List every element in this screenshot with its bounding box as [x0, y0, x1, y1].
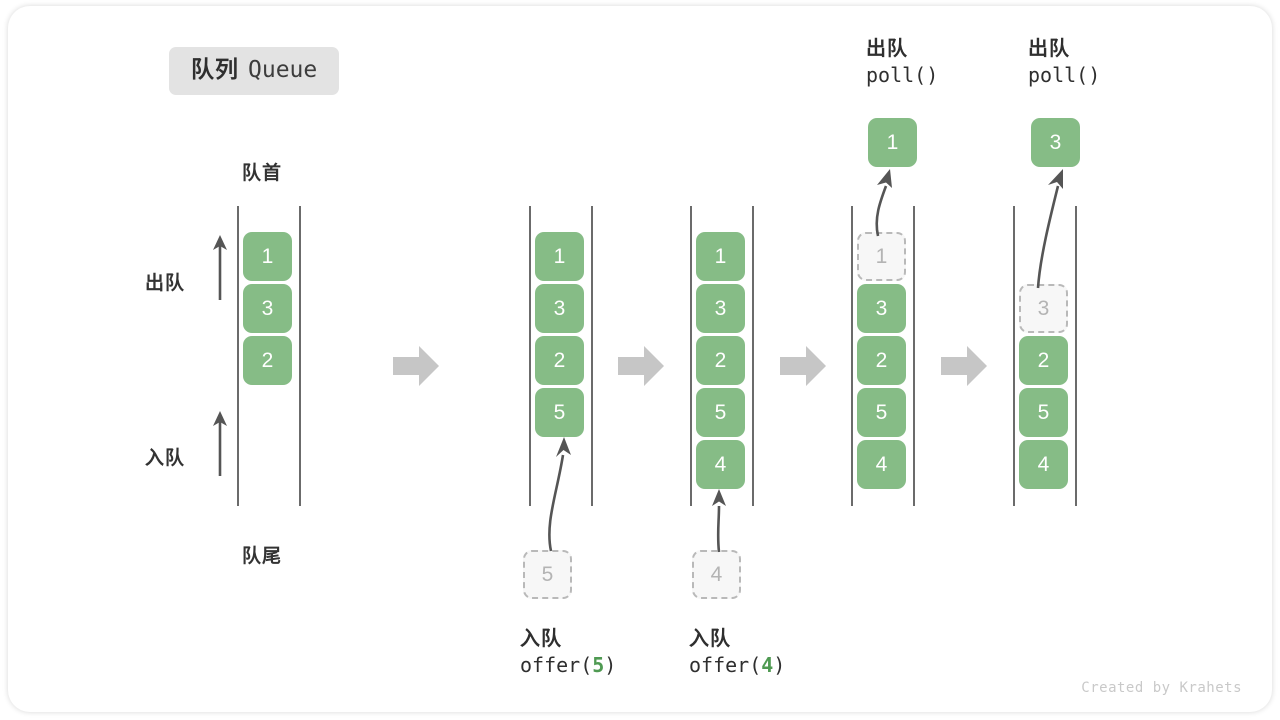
- label-dequeue-direction: 出队: [145, 273, 186, 294]
- queue-cell: 1: [243, 232, 292, 281]
- rail-right: [1075, 206, 1077, 506]
- step-arrow-icon: [393, 346, 439, 386]
- operation-label-offer-4: 入队 offer(4): [689, 626, 785, 679]
- title-en: Queue: [248, 57, 318, 83]
- queue-cell: 1: [535, 232, 584, 281]
- queue-cell: 2: [696, 336, 745, 385]
- incoming-ghost-cell: 5: [523, 550, 572, 599]
- rail-left: [529, 206, 531, 506]
- queue-cell: 5: [696, 388, 745, 437]
- operation-label-poll-1: 出队 poll(): [866, 36, 938, 89]
- queue-cell: 4: [1019, 440, 1068, 489]
- label-queue-head: 队首: [242, 163, 283, 184]
- operation-label-offer-5: 入队 offer(5): [520, 626, 616, 679]
- enqueue-direction-arrow-icon: [213, 411, 227, 476]
- step-arrow-icon: [780, 346, 826, 386]
- rail-right: [752, 206, 754, 506]
- queue-cell: 3: [535, 284, 584, 333]
- operation-cn: 入队: [520, 628, 562, 650]
- call-suffix: ): [773, 653, 786, 678]
- rail-right: [591, 206, 593, 506]
- call-suffix: ): [604, 653, 617, 678]
- label-enqueue-direction: 入队: [145, 448, 186, 469]
- queue-cell: 3: [696, 284, 745, 333]
- polled-cell: 3: [1031, 118, 1080, 167]
- operation-call: offer(5): [520, 652, 616, 678]
- queue-cell: 2: [243, 336, 292, 385]
- queue-cell: 1: [696, 232, 745, 281]
- rail-left: [690, 206, 692, 506]
- dequeue-motion-arrow-icon: [875, 169, 892, 237]
- call-prefix: offer(: [520, 653, 593, 678]
- call-prefix: offer(: [689, 653, 762, 678]
- queue-cell: 2: [1019, 336, 1068, 385]
- operation-call: poll(): [1028, 63, 1101, 88]
- label-queue-tail: 队尾: [242, 546, 283, 567]
- call-arg: 5: [592, 653, 605, 678]
- step-arrow-icon: [941, 346, 987, 386]
- queue-cell: 2: [535, 336, 584, 385]
- rail-right: [299, 206, 301, 506]
- queue-cell: 4: [857, 440, 906, 489]
- dequeue-motion-arrow-icon: [1036, 169, 1063, 289]
- queue-cell: 3: [857, 284, 906, 333]
- footer-credit: Created by Krahets: [1081, 680, 1242, 696]
- dequeue-direction-arrow-icon: [213, 235, 227, 300]
- operation-call: poll(): [866, 63, 939, 88]
- title-cn: 队列: [191, 56, 239, 82]
- rail-left: [1013, 206, 1015, 506]
- rail-right: [913, 206, 915, 506]
- polled-cell: 1: [868, 118, 917, 167]
- queue-cell-new: 4: [696, 440, 745, 489]
- queue-cell-new: 5: [535, 388, 584, 437]
- operation-label-poll-2: 出队 poll(): [1028, 36, 1100, 89]
- queue-cell: 3: [243, 284, 292, 333]
- rail-left: [237, 206, 239, 506]
- queue-cell-removed: 3: [1019, 284, 1068, 333]
- operation-cn: 出队: [1028, 38, 1070, 60]
- diagram-card: 队列 Queue 队首 队尾 出队 入队 1 3 2 1 3 2 5 5 入队: [8, 6, 1272, 712]
- incoming-ghost-cell: 4: [692, 550, 741, 599]
- queue-cell: 2: [857, 336, 906, 385]
- queue-cell-removed: 1: [857, 232, 906, 281]
- operation-cn: 出队: [866, 38, 908, 60]
- operation-cn: 入队: [689, 628, 731, 650]
- diagram-stage: 队列 Queue 队首 队尾 出队 入队 1 3 2 1 3 2 5 5 入队: [8, 6, 1272, 712]
- queue-cell: 5: [857, 388, 906, 437]
- call-arg: 4: [761, 653, 774, 678]
- queue-cell: 5: [1019, 388, 1068, 437]
- title-badge: 队列 Queue: [169, 47, 340, 95]
- step-arrow-icon: [618, 346, 664, 386]
- enqueue-motion-arrow-icon: [548, 437, 571, 552]
- enqueue-motion-arrow-icon: [712, 489, 726, 553]
- operation-call: offer(4): [689, 652, 785, 678]
- rail-left: [851, 206, 853, 506]
